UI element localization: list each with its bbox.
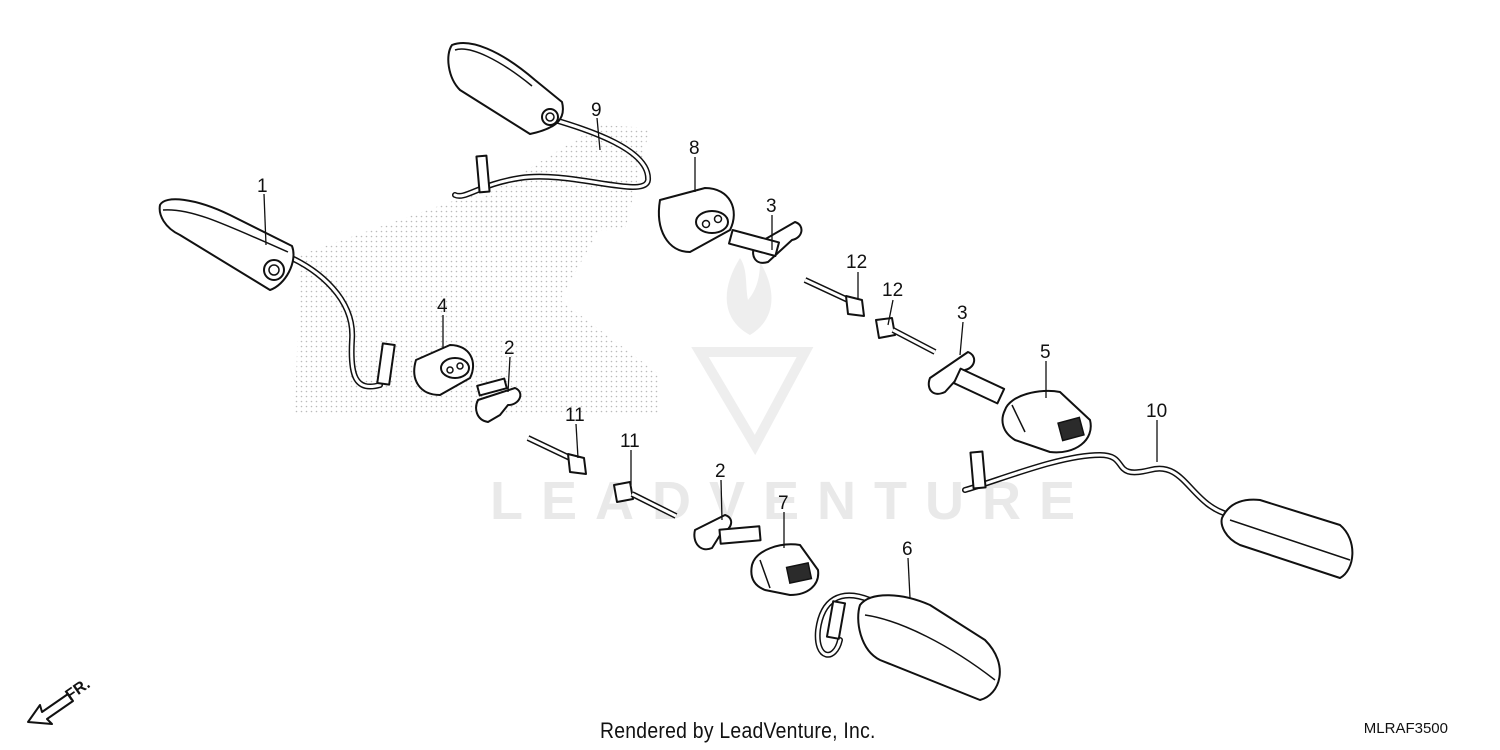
footer-credit: Rendered by LeadVenture, Inc. [600,718,876,743]
part-8-grommet[interactable] [657,187,735,253]
leader-1 [263,193,267,246]
callout-11-upper: 11 [565,405,585,426]
part-3-bracket-upper[interactable] [728,221,803,264]
leader-12b [887,299,894,326]
part-2-bracket-upper[interactable] [475,377,522,423]
part-11-bolt-lower[interactable] [613,481,678,519]
part-10-turn-signal[interactable] [962,450,1354,579]
front-direction-arrow-icon [27,693,74,725]
part-1-turn-signal[interactable] [158,198,396,390]
callout-10: 10 [1146,401,1167,422]
callout-3-upper: 3 [766,196,777,217]
callout-1: 1 [257,176,268,197]
leader-11a [575,423,579,459]
callout-9: 9 [591,100,602,121]
part-5-socket[interactable] [1001,389,1092,454]
callout-7: 7 [778,493,789,514]
part-7-socket[interactable] [750,543,820,596]
diagram-code: MLRAF3500 [1363,720,1448,737]
leader-9 [596,117,601,151]
callout-4: 4 [437,296,448,317]
callout-8: 8 [689,138,700,159]
leader-2a [507,356,511,393]
part-11-bolt-upper[interactable] [526,435,587,475]
part-3-bracket-lower[interactable] [927,351,1006,405]
callout-2-upper: 2 [504,338,515,359]
part-9-turn-signal[interactable] [447,42,651,199]
leader-2b [720,479,723,521]
part-12-bolt-lower[interactable] [875,317,937,355]
callout-11-lower: 11 [620,431,640,452]
callout-5: 5 [1040,342,1051,363]
callout-6: 6 [902,539,913,560]
watermark-logo [691,258,814,456]
part-12-bolt-upper[interactable] [803,277,865,317]
leader-3b [959,321,964,356]
part-2-bracket-lower[interactable] [693,514,762,551]
leader-6 [907,557,911,599]
part-4-grommet[interactable] [413,344,475,396]
callout-12-upper: 12 [846,252,867,273]
callout-2-lower: 2 [715,461,726,482]
part-6-turn-signal[interactable] [814,592,1001,701]
callout-12-lower: 12 [882,280,903,301]
callout-3-lower: 3 [957,303,968,324]
